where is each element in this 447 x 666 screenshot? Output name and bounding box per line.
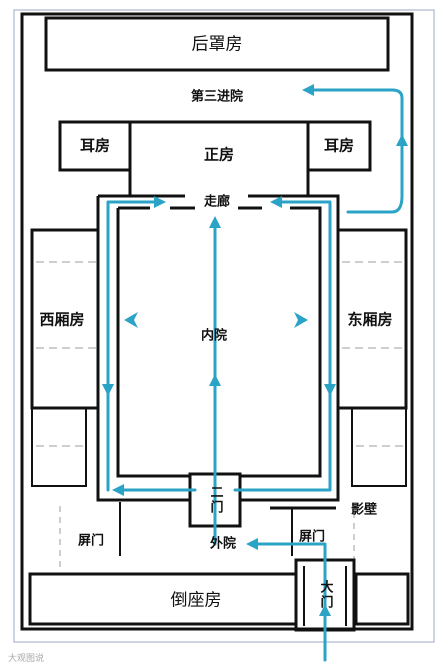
outer-court-label: 外院 (209, 536, 237, 552)
main-hall-label: 正房 (203, 145, 235, 164)
front-row-building (28, 572, 298, 626)
court-pointers (124, 312, 308, 328)
page-border (13, 9, 435, 643)
corridor-outer-wall (96, 194, 340, 502)
compound-wall (20, 12, 414, 631)
watermark: 大观图说 (8, 654, 45, 664)
front-row-east-building (354, 572, 410, 626)
east-side-room (351, 407, 407, 487)
main-gate-label: 大门 (317, 580, 333, 610)
third-court-label: 第三进院 (190, 89, 244, 105)
circulation-path (102, 84, 408, 662)
screen-wall-label: 影壁 (350, 502, 378, 518)
second-gate-label: 二门 (207, 485, 223, 515)
path-to-third-court (302, 84, 404, 214)
ear-right-label: 耳房 (323, 136, 355, 155)
pointer-west (124, 312, 138, 328)
ear-room-right (306, 120, 372, 172)
west-side-room (31, 407, 87, 487)
ear-left-label: 耳房 (79, 136, 111, 155)
screen-gate-right-label: 屏门 (298, 529, 326, 545)
rear-row-label: 后罩房 (191, 34, 243, 55)
corridor-label: 走廊 (203, 194, 231, 210)
east-wing-label: 东厢房 (347, 310, 393, 329)
path-loop-left-up (106, 196, 166, 492)
path-loop-right (233, 196, 332, 492)
inner-court-wall (116, 206, 322, 478)
front-row-label: 倒座房 (170, 590, 222, 611)
rear-row-building (44, 16, 390, 72)
pointer-east (294, 312, 308, 328)
inner-court-label: 内院 (200, 328, 228, 344)
west-wing-label: 西厢房 (39, 310, 85, 329)
screen-gate-left-label: 屏门 (77, 533, 105, 549)
